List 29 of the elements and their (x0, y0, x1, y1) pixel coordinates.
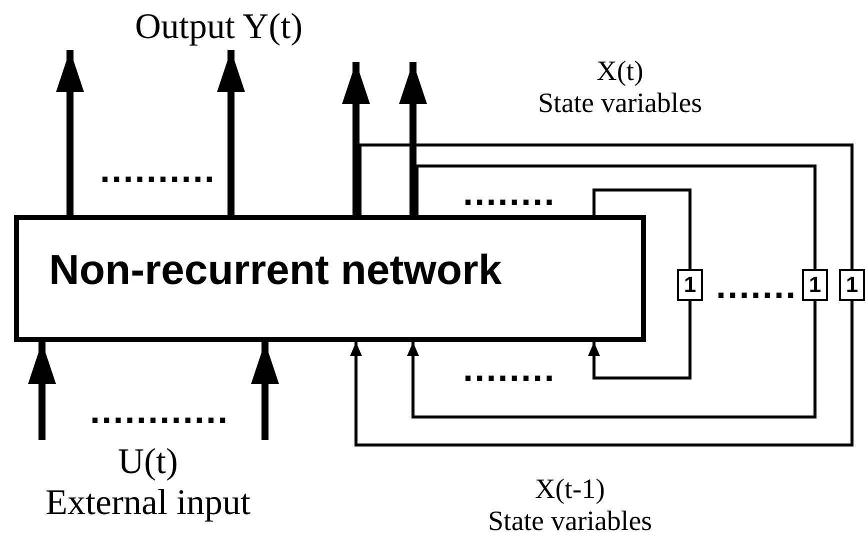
arrow (407, 301, 816, 418)
connector-line (592, 188, 692, 269)
ellipsis-dots: ....... (716, 268, 798, 304)
ellipsis-dots: ............ (90, 393, 230, 429)
connector-line (358, 144, 854, 269)
arrow (56, 50, 84, 215)
output-label: Output Y(t) (55, 4, 330, 50)
network-box (14, 215, 646, 342)
delay-label: 1 (808, 272, 822, 298)
arrow (217, 50, 245, 215)
delay-label: 1 (684, 272, 696, 298)
arrow (399, 62, 427, 215)
delay-box (802, 269, 828, 301)
ellipsis-dots: .......... (100, 152, 216, 188)
connector-line (416, 164, 816, 269)
delay-label: 1 (846, 272, 858, 298)
ellipsis-dots: ........ (463, 175, 556, 211)
state-label: X(t-1) State variables (486, 474, 654, 537)
state-label: X(t) State variables (536, 56, 704, 120)
ellipsis-dots: ........ (463, 351, 556, 387)
arrow (342, 62, 370, 215)
arrow (28, 342, 56, 440)
input-label: U(t) External input (18, 440, 278, 524)
delay-box (677, 269, 703, 301)
delay-box (839, 269, 865, 301)
arrow (251, 342, 279, 440)
network-label: Non-recurrent network (49, 246, 502, 294)
arrow (588, 301, 692, 380)
arrow (350, 301, 854, 446)
